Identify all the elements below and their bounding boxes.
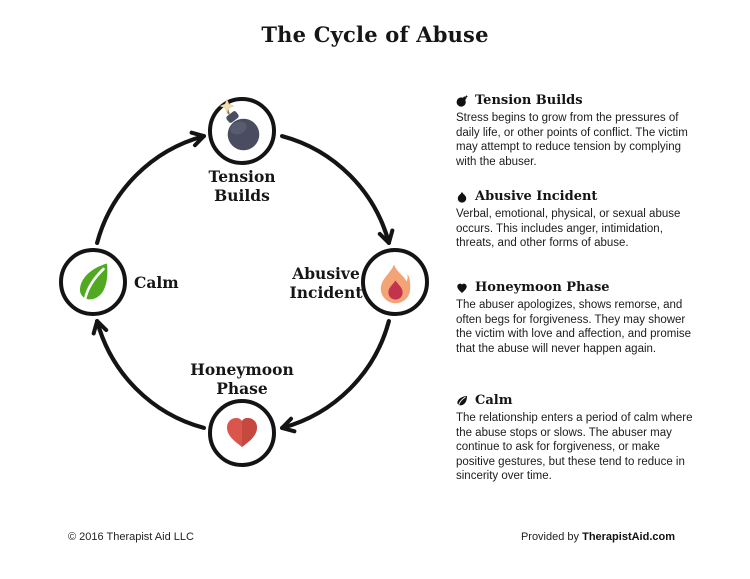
bomb-icon [219, 98, 260, 151]
therapistaid-link[interactable]: TherapistAid.com [582, 531, 675, 543]
node-label-abusive: Abusive Incident [289, 264, 363, 302]
detail-section-tension: Tension Builds Stress begins to grow fro… [456, 93, 696, 169]
detail-heading: Tension Builds [456, 93, 696, 108]
detail-heading-text: Honeymoon Phase [475, 280, 610, 295]
footer-copyright: © 2016 Therapist Aid LLC [68, 531, 194, 543]
leaf-icon [457, 395, 467, 406]
footer-provided-prefix: Provided by [520, 531, 583, 543]
cycle-diagram [59, 97, 429, 467]
detail-body: The abuser apologizes, shows remorse, an… [456, 299, 692, 355]
detail-heading-text: Tension Builds [475, 93, 583, 108]
detail-heading: Calm [456, 393, 696, 408]
detail-heading: Abusive Incident [456, 189, 696, 204]
arrow-tension-to-abusive [280, 134, 395, 245]
flame-icon [380, 264, 411, 304]
node-label-honeymoon: Honeymoon Phase [190, 360, 294, 398]
detail-body: The relationship enters a period of calm… [456, 412, 693, 483]
bomb-icon [456, 94, 468, 107]
node-label-tension: Tension Builds [208, 167, 276, 205]
arrow-abusive-to-honeymoon [280, 319, 391, 434]
detail-section-abusive: Abusive Incident Verbal, emotional, phys… [456, 189, 696, 251]
detail-body: Stress begins to grow from the pressures… [456, 112, 688, 168]
heart-icon [457, 283, 467, 293]
arrow-honeymoon-to-calm [91, 319, 206, 430]
node-label-calm: Calm [134, 273, 179, 292]
detail-section-honeymoon: Honeymoon Phase The abuser apologizes, s… [456, 280, 696, 356]
leaf-icon [79, 263, 108, 301]
footer-provided: Provided by TherapistAid.com [521, 531, 675, 543]
heart-icon [227, 418, 257, 447]
detail-body: Verbal, emotional, physical, or sexual a… [456, 208, 681, 250]
detail-heading-text: Calm [475, 393, 513, 408]
detail-section-calm: Calm The relationship enters a period of… [456, 393, 696, 484]
arrow-calm-to-tension [95, 130, 206, 245]
detail-heading-text: Abusive Incident [475, 189, 598, 204]
page-title: The Cycle of Abuse [261, 22, 489, 47]
flame-icon [457, 191, 467, 203]
detail-heading: Honeymoon Phase [456, 280, 696, 295]
